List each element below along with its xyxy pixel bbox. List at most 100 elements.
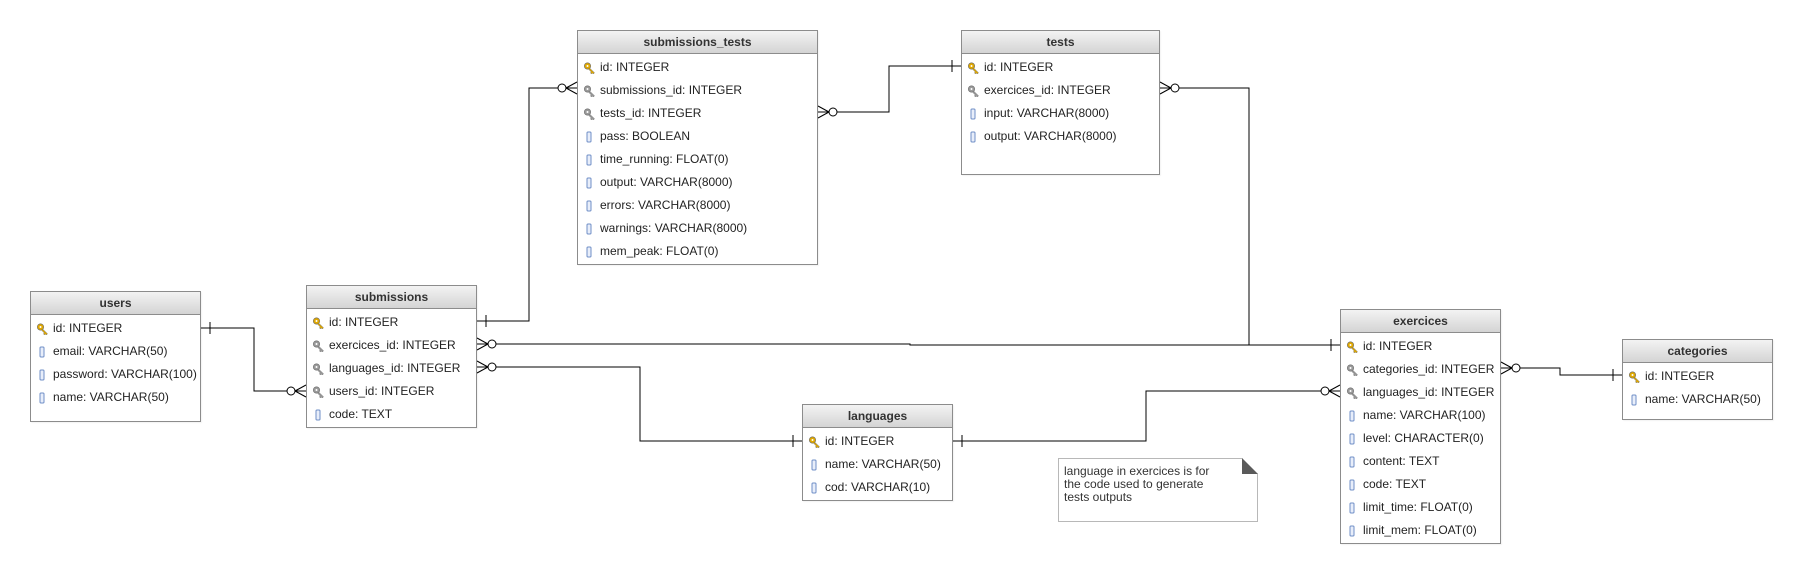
primary-key-field[interactable]: id: INTEGER bbox=[803, 430, 952, 453]
entity-fields: id: INTEGER exercices_id: INTEGER input: V… bbox=[962, 54, 1159, 148]
field-label: cod: VARCHAR(10) bbox=[825, 480, 931, 494]
attribute-field[interactable]: input: VARCHAR(8000) bbox=[962, 102, 1159, 125]
attribute-icon bbox=[808, 458, 822, 472]
foreign-key-field[interactable]: exercices_id: INTEGER bbox=[962, 79, 1159, 102]
attribute-icon bbox=[1346, 524, 1360, 538]
attribute-icon bbox=[583, 245, 597, 259]
foreign-key-icon bbox=[312, 339, 326, 353]
attribute-icon bbox=[808, 481, 822, 495]
attribute-field[interactable]: password: VARCHAR(100) bbox=[31, 363, 200, 386]
foreign-key-field[interactable]: languages_id: INTEGER bbox=[1341, 381, 1500, 404]
attribute-field[interactable]: name: VARCHAR(50) bbox=[1623, 388, 1772, 411]
field-label: id: INTEGER bbox=[53, 321, 123, 335]
entity-fields: id: INTEGER submissions_id: INTEGER tests_… bbox=[578, 54, 817, 263]
attribute-field[interactable]: output: VARCHAR(8000) bbox=[962, 125, 1159, 148]
attribute-field[interactable]: limit_mem: FLOAT(0) bbox=[1341, 519, 1500, 542]
attribute-icon bbox=[1346, 432, 1360, 446]
foreign-key-field[interactable]: tests_id: INTEGER bbox=[578, 102, 817, 125]
entity-title: categories bbox=[1623, 340, 1772, 363]
field-label: limit_mem: FLOAT(0) bbox=[1363, 523, 1477, 537]
attribute-field[interactable]: name: VARCHAR(50) bbox=[31, 386, 200, 409]
primary-key-field[interactable]: id: INTEGER bbox=[1341, 335, 1500, 358]
attribute-field[interactable]: name: VARCHAR(50) bbox=[803, 453, 952, 476]
field-label: time_running: FLOAT(0) bbox=[600, 152, 729, 166]
relationship-line[interactable] bbox=[953, 384, 1341, 447]
field-label: name: VARCHAR(50) bbox=[1645, 392, 1761, 406]
field-label: id: INTEGER bbox=[600, 60, 670, 74]
field-label: id: INTEGER bbox=[329, 315, 399, 329]
attribute-field[interactable]: code: TEXT bbox=[1341, 473, 1500, 496]
primary-key-field[interactable]: id: INTEGER bbox=[31, 317, 200, 340]
attribute-field[interactable]: output: VARCHAR(8000) bbox=[578, 171, 817, 194]
attribute-field[interactable]: warnings: VARCHAR(8000) bbox=[578, 217, 817, 240]
foreign-key-field[interactable]: users_id: INTEGER bbox=[307, 380, 476, 403]
attribute-field[interactable]: content: TEXT bbox=[1341, 450, 1500, 473]
field-label: mem_peak: FLOAT(0) bbox=[600, 244, 719, 258]
foreign-key-field[interactable]: exercices_id: INTEGER bbox=[307, 334, 476, 357]
field-label: id: INTEGER bbox=[1363, 339, 1433, 353]
primary-key-icon bbox=[36, 322, 50, 336]
primary-key-icon bbox=[808, 435, 822, 449]
entity-fields: id: INTEGER name: VARCHAR(50) cod: VARCHAR… bbox=[803, 428, 952, 499]
field-label: id: INTEGER bbox=[984, 60, 1054, 74]
attribute-field[interactable]: limit_time: FLOAT(0) bbox=[1341, 496, 1500, 519]
field-label: name: VARCHAR(50) bbox=[825, 457, 941, 471]
foreign-key-icon bbox=[1346, 386, 1360, 400]
relationship-line[interactable] bbox=[1500, 361, 1622, 381]
field-label: exercices_id: INTEGER bbox=[329, 338, 456, 352]
attribute-icon bbox=[583, 130, 597, 144]
attribute-field[interactable]: level: CHARACTER(0) bbox=[1341, 427, 1500, 450]
entity-title: submissions_tests bbox=[578, 31, 817, 54]
attribute-field[interactable]: pass: BOOLEAN bbox=[578, 125, 817, 148]
field-label: output: VARCHAR(8000) bbox=[600, 175, 733, 189]
field-label: warnings: VARCHAR(8000) bbox=[600, 221, 748, 235]
foreign-key-icon bbox=[583, 84, 597, 98]
relationship-line[interactable] bbox=[201, 322, 307, 398]
relationship-line[interactable] bbox=[476, 360, 802, 447]
field-label: limit_time: FLOAT(0) bbox=[1363, 500, 1473, 514]
attribute-field[interactable]: time_running: FLOAT(0) bbox=[578, 148, 817, 171]
attribute-field[interactable]: email: VARCHAR(50) bbox=[31, 340, 200, 363]
attribute-field[interactable]: mem_peak: FLOAT(0) bbox=[578, 240, 817, 263]
field-label: tests_id: INTEGER bbox=[600, 106, 702, 120]
field-label: exercices_id: INTEGER bbox=[984, 83, 1111, 97]
primary-key-field[interactable]: id: INTEGER bbox=[1623, 365, 1772, 388]
attribute-icon bbox=[36, 368, 50, 382]
field-label: submissions_id: INTEGER bbox=[600, 83, 743, 97]
attribute-icon bbox=[583, 199, 597, 213]
entity-submissions-tests[interactable]: submissions_tests id: INTEGER submissions… bbox=[577, 30, 818, 265]
field-label: code: TEXT bbox=[1363, 477, 1427, 491]
primary-key-icon bbox=[583, 61, 597, 75]
relationship-line[interactable] bbox=[1159, 81, 1340, 351]
primary-key-field[interactable]: id: INTEGER bbox=[578, 56, 817, 79]
primary-key-field[interactable]: id: INTEGER bbox=[962, 56, 1159, 79]
foreign-key-icon bbox=[1346, 363, 1360, 377]
entity-fields: id: INTEGER name: VARCHAR(50) bbox=[1623, 363, 1772, 411]
attribute-field[interactable]: name: VARCHAR(100) bbox=[1341, 404, 1500, 427]
attribute-icon bbox=[36, 391, 50, 405]
foreign-key-field[interactable]: categories_id: INTEGER bbox=[1341, 358, 1500, 381]
attribute-field[interactable]: code: TEXT bbox=[307, 403, 476, 426]
diagram-note[interactable]: language in exercices is for the code us… bbox=[1058, 458, 1258, 522]
foreign-key-icon bbox=[312, 385, 326, 399]
relationship-line[interactable] bbox=[476, 337, 1340, 351]
relationship-line[interactable] bbox=[477, 81, 578, 327]
field-label: content: TEXT bbox=[1363, 454, 1440, 468]
attribute-field[interactable]: cod: VARCHAR(10) bbox=[803, 476, 952, 499]
foreign-key-field[interactable]: submissions_id: INTEGER bbox=[578, 79, 817, 102]
attribute-icon bbox=[583, 176, 597, 190]
entity-categories[interactable]: categories id: INTEGER name: VARCHAR(50) bbox=[1622, 339, 1773, 420]
field-label: input: VARCHAR(8000) bbox=[984, 106, 1110, 120]
attribute-field[interactable]: errors: VARCHAR(8000) bbox=[578, 194, 817, 217]
attribute-icon bbox=[1346, 501, 1360, 515]
foreign-key-field[interactable]: languages_id: INTEGER bbox=[307, 357, 476, 380]
field-label: id: INTEGER bbox=[1645, 369, 1715, 383]
primary-key-field[interactable]: id: INTEGER bbox=[307, 311, 476, 334]
relationship-line[interactable] bbox=[817, 60, 961, 119]
